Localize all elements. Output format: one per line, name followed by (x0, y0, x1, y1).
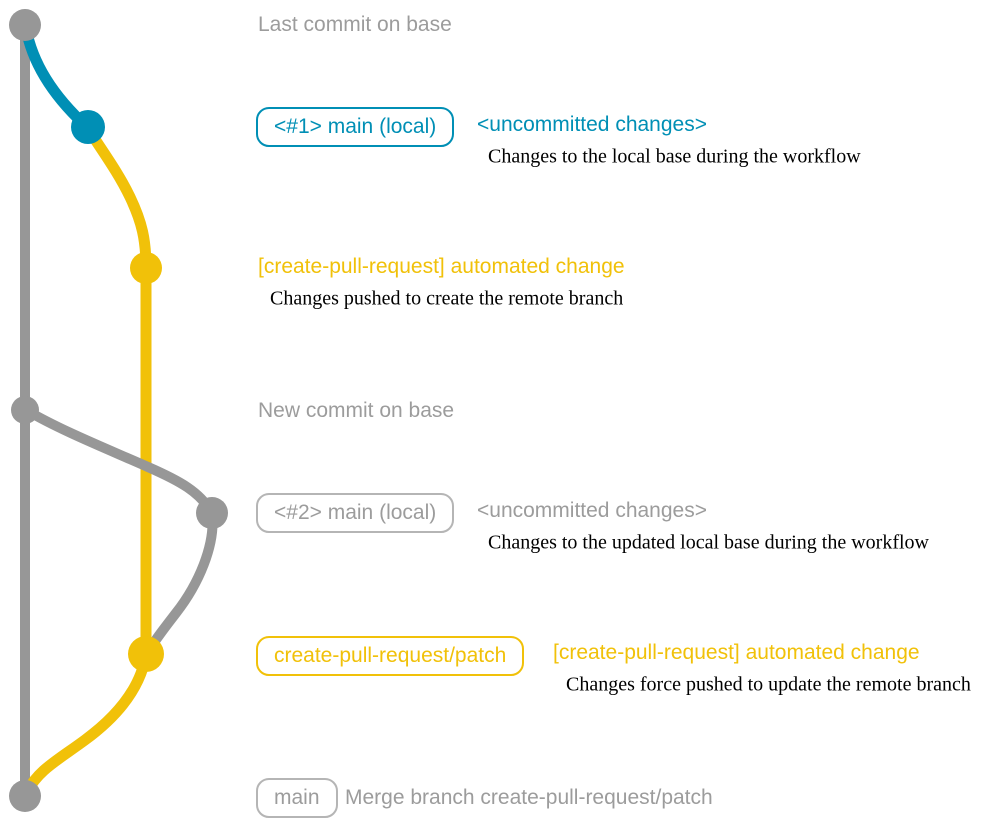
annotation-new-commit-on-base: New commit on base (258, 398, 455, 422)
branch-tag-main: main (256, 778, 338, 818)
local-main-branch-curve-2 (21, 405, 217, 518)
automated-change-message-1: [create-pull-request] automated change (258, 254, 625, 278)
commit-node-new-base (11, 396, 39, 424)
patch-branch-curve-1 (81, 121, 152, 274)
branch-tag-main-local-1: <#1> main (local) (256, 107, 455, 147)
merge-commit-message: Merge branch create-pull-request/patch (345, 785, 713, 809)
commit-node-main-local-2 (196, 497, 228, 529)
branch-tag-main-local-2: <#2> main (local) (256, 493, 455, 533)
commit-node-merge (9, 780, 41, 812)
uncommitted-changes-message-1: <uncommitted changes> (477, 112, 707, 136)
annotation-last-commit-on-base: Last commit on base (258, 12, 452, 36)
commit-node-last-base (9, 9, 41, 41)
automated-change-message-2: [create-pull-request] automated change (553, 640, 920, 664)
automated-change-description-2: Changes force pushed to update the remot… (566, 673, 971, 696)
patch-merge-curve (21, 649, 152, 798)
local-main-branch-curve-1 (20, 22, 93, 133)
uncommitted-changes-description-2: Changes to the updated local base during… (488, 531, 929, 554)
uncommitted-changes-message-2: <uncommitted changes> (477, 498, 707, 522)
automated-change-description-1: Changes pushed to create the remote bran… (270, 287, 624, 310)
commit-node-patch-1 (130, 252, 162, 284)
commit-node-main-local-1 (71, 110, 105, 144)
uncommitted-changes-description-1: Changes to the local base during the wor… (488, 145, 861, 168)
commit-node-patch-2 (128, 636, 164, 672)
branch-tag-patch: create-pull-request/patch (256, 636, 525, 676)
local-main-to-patch-curve (143, 508, 218, 657)
